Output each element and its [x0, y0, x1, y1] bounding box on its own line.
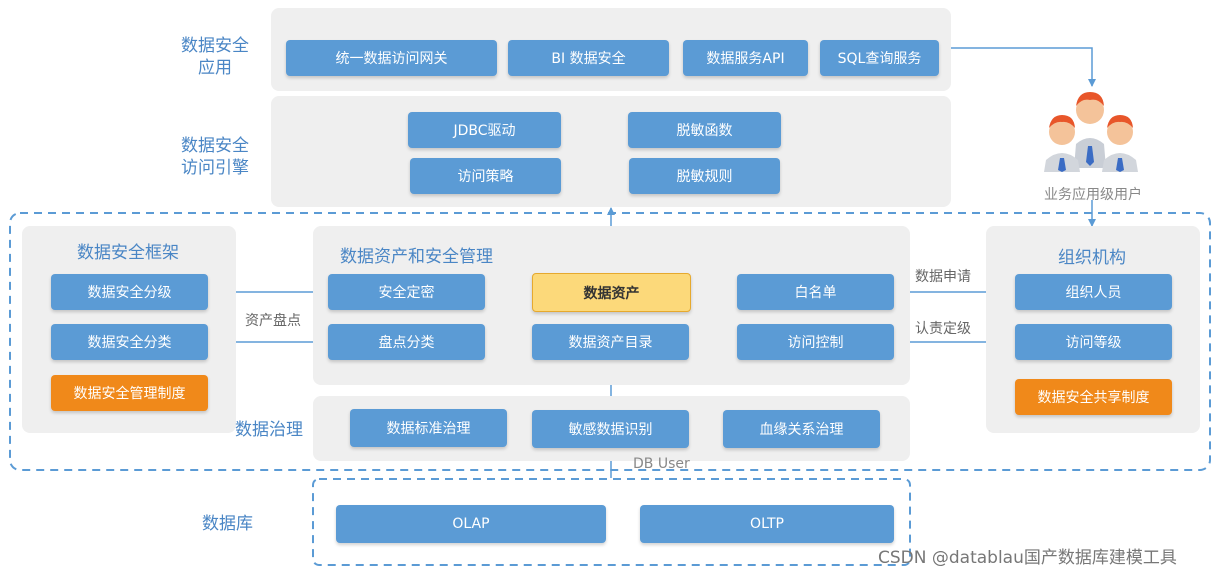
masking-rule-box: 脱敏规则: [629, 158, 780, 194]
whitelist-box: 白名单: [737, 274, 894, 310]
org-people-box: 组织人员: [1015, 274, 1172, 310]
unified-access-gateway-box: 统一数据访问网关: [286, 40, 497, 76]
access-level-box: 访问等级: [1015, 324, 1172, 360]
security-grading-box: 数据安全分级: [51, 274, 208, 310]
accountability-annotation: 认责定级: [915, 321, 971, 337]
governance-layer-label: 数据治理: [235, 420, 303, 440]
data-standard-box: 数据标准治理: [350, 409, 507, 447]
access-policy-box: 访问策略: [410, 158, 561, 194]
database-layer-label: 数据库: [202, 514, 253, 534]
olap-box: OLAP: [336, 505, 606, 543]
db-user-annotation: DB User: [633, 456, 690, 472]
jdbc-driver-box: JDBC驱动: [408, 112, 561, 148]
sensitive-data-box: 敏感数据识别: [532, 410, 689, 448]
access-control-box: 访问控制: [737, 324, 894, 360]
framework-title: 数据安全框架: [77, 243, 179, 263]
database-frame: [312, 478, 911, 566]
engine-layer-panel: [271, 96, 951, 207]
data-asset-box: 数据资产: [532, 273, 691, 312]
security-policy-box: 数据安全管理制度: [51, 375, 208, 411]
request-annotation: 数据申请: [915, 269, 971, 285]
masking-function-box: 脱敏函数: [628, 112, 781, 148]
inventory-annotation: 资产盘点: [245, 313, 301, 329]
org-title: 组织机构: [1058, 248, 1126, 268]
bi-data-security-box: BI 数据安全: [508, 40, 669, 76]
security-classification-box: 数据安全分类: [51, 324, 208, 360]
asset-mgmt-title: 数据资产和安全管理: [340, 247, 493, 267]
inventory-classify-box: 盘点分类: [328, 324, 485, 360]
oltp-box: OLTP: [640, 505, 894, 543]
biz-users-annotation: 业务应用级用户: [1044, 187, 1142, 203]
business-users-icon: [1044, 92, 1138, 172]
asset-catalog-box: 数据资产目录: [532, 324, 689, 360]
watermark: CSDN @datablau国产数据库建模工具: [878, 548, 1177, 568]
lineage-box: 血缘关系治理: [723, 410, 880, 448]
data-service-api-box: 数据服务API: [683, 40, 808, 76]
security-share-policy-box: 数据安全共享制度: [1015, 379, 1172, 415]
arrow-app-to-users: [951, 47, 1096, 87]
sql-query-service-box: SQL查询服务: [820, 40, 939, 76]
security-level-box: 安全定密: [328, 274, 485, 310]
app-layer-label: 数据安全 应用: [181, 36, 249, 78]
engine-layer-label: 数据安全 访问引擎: [181, 136, 249, 178]
